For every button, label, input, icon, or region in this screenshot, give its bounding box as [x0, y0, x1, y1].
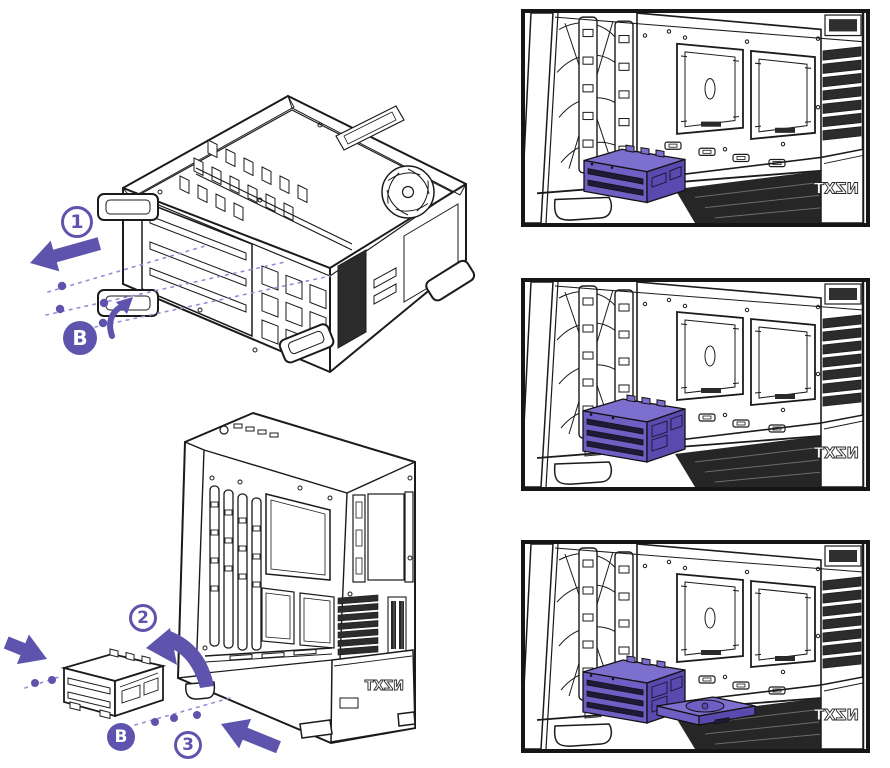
detail-panel-cage-with-drive	[521, 540, 870, 753]
interior-cable-channels	[179, 139, 308, 222]
cable-management-bars	[209, 485, 262, 651]
psu-logo-mirrored: NZXT	[365, 679, 404, 694]
expansion-slot-covers	[337, 594, 379, 656]
power-button-icon	[219, 425, 229, 435]
screw-dots	[55, 281, 109, 328]
screw-guide-lines	[24, 675, 231, 726]
case-bottom-view-illustration	[30, 94, 476, 374]
step1-direction-arrow	[30, 237, 101, 272]
screw-holes	[202, 475, 413, 651]
step-3-badge: 3	[174, 731, 202, 759]
step-2-badge: 2	[129, 604, 157, 632]
insert-arrow-right	[221, 718, 281, 754]
screw-dots	[31, 676, 201, 726]
top-io-ports	[233, 423, 279, 438]
rear-vent-mesh	[367, 493, 405, 581]
rotate-hint-arrow	[107, 297, 133, 339]
screw-type-b-badge-top: B	[63, 321, 97, 355]
drive-cage-removed	[60, 648, 167, 720]
case-fan-icon	[381, 165, 435, 219]
step-1-badge: 1	[61, 206, 93, 238]
case-feet	[185, 681, 416, 739]
psu-shroud: NZXT	[330, 649, 416, 743]
drive-cage-mount-slots	[141, 199, 253, 338]
detail-panel-cage-installed	[521, 9, 870, 227]
swing-out-arrow	[146, 628, 214, 688]
screw-type-b-badge-bottom: B	[107, 723, 135, 751]
case-side-view-illustration: NZXT	[3, 411, 416, 754]
insert-arrow-left	[3, 634, 48, 665]
screw-guide-lines	[45, 245, 331, 328]
case-bottom-view	[97, 94, 476, 374]
screw-holes	[157, 122, 323, 353]
tower-case: NZXT	[176, 411, 416, 745]
detail-panel-cage-lowered	[521, 278, 870, 491]
cage-floor-rails	[195, 647, 333, 675]
